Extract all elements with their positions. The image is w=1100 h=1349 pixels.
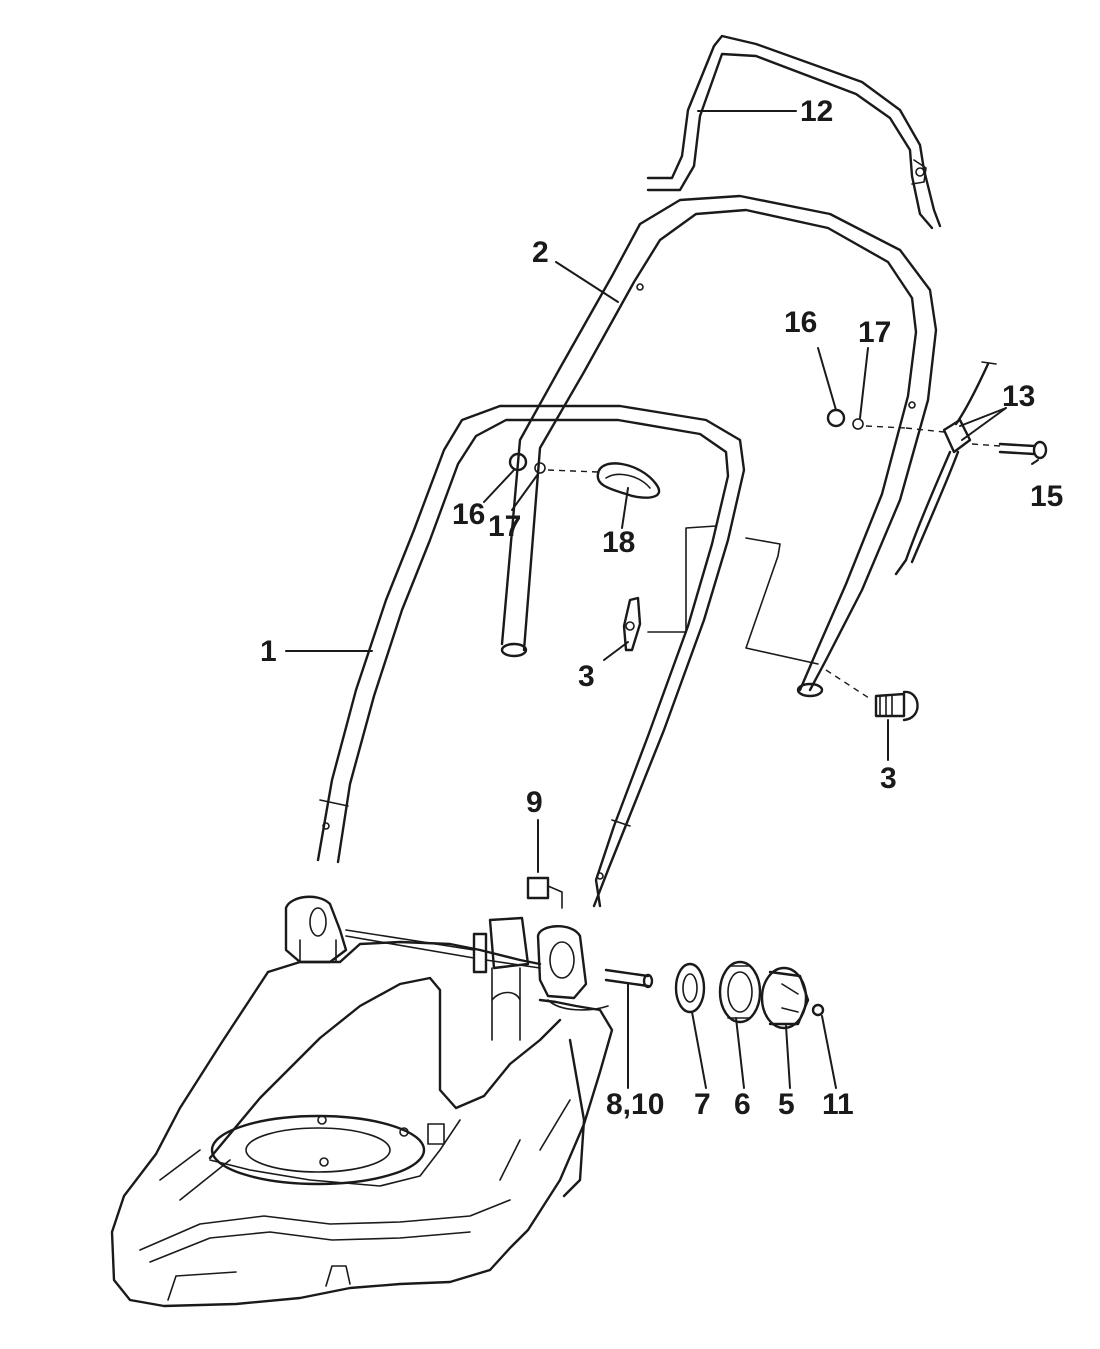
- callout-7: 7: [694, 1088, 711, 1121]
- callout-5: 5: [778, 1088, 795, 1121]
- callout-17-right: 17: [858, 316, 891, 349]
- part-3-right-knob: [745, 537, 919, 722]
- part-7-washer: [674, 962, 706, 1014]
- callout-17-left: 17: [488, 510, 521, 543]
- callout-9: 9: [526, 786, 543, 819]
- callout-6: 6: [734, 1088, 751, 1121]
- callout-2: 2: [532, 236, 549, 269]
- part-8-10-axle-pin: [604, 968, 654, 989]
- part-16-17-left-fasteners: [508, 452, 599, 474]
- part-13-cable-clamp: [894, 361, 997, 576]
- part-18-cable-clip: [596, 462, 661, 499]
- callout-18: 18: [602, 526, 635, 559]
- callout-16-left: 16: [452, 498, 485, 531]
- callout-11: 11: [822, 1088, 854, 1121]
- part-9-bracket: [526, 876, 563, 909]
- callout-15: 15: [1030, 480, 1063, 513]
- callout-16-right: 16: [784, 306, 817, 339]
- part-12-bail-lever: [646, 34, 942, 230]
- part-3-left-lever: [622, 525, 717, 652]
- callout-8-10: 8,10: [606, 1088, 664, 1121]
- callout-3-left: 3: [578, 660, 595, 693]
- part-2-upper-handle: [500, 194, 938, 698]
- part-16-17-right-fasteners: [826, 408, 907, 430]
- mower-deck: [110, 895, 614, 1308]
- callout-12: 12: [800, 95, 833, 128]
- callout-13: 13: [1002, 380, 1035, 413]
- part-6-gear: [718, 960, 762, 1024]
- callout-3-right: 3: [880, 762, 897, 795]
- callout-1: 1: [260, 635, 277, 668]
- part-1-lower-handle: [316, 404, 746, 908]
- part-11-nut: [811, 1003, 825, 1017]
- callout-labels: 12 2 16 17 13 15 16 17 18 1 3 3 9 8,10 7…: [260, 95, 1063, 1121]
- part-5-hub: [760, 966, 810, 1030]
- leader-lines: [285, 110, 1039, 1089]
- part-15-bolt: [971, 440, 1048, 460]
